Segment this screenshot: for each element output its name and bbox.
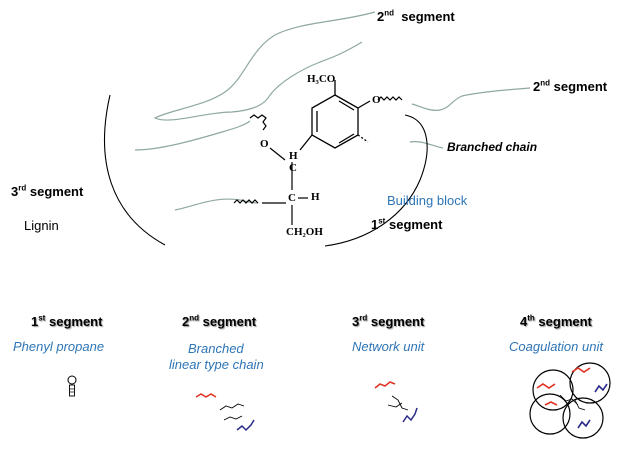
branched-chain-label: Branched chain — [447, 140, 538, 154]
bottom-segment-4-title: 4th segment — [520, 313, 592, 329]
segment-3-arc — [104, 94, 166, 246]
segment-2-top-label: 2nd segment — [377, 8, 455, 24]
segment-1-bracket — [324, 114, 428, 247]
segment-2-icon — [195, 393, 255, 432]
segment-2-right-label: 2nd segment — [533, 78, 608, 94]
wavy-bond-lower — [233, 199, 259, 204]
bottom-segment-2-desc-line1: Branched — [188, 341, 244, 356]
wavy-bond-ring — [377, 96, 403, 101]
bottom-segment-1-title: 1st segment — [31, 313, 103, 329]
bottom-segment-2-title: 2nd segment — [182, 313, 257, 329]
mid-carbon-label: C — [288, 192, 296, 204]
gray-chain-lower — [174, 198, 259, 211]
top-hydrogen-label: H — [289, 150, 298, 162]
ring-oxygen-label: O — [372, 94, 381, 106]
bottom-segment-4-desc: Coagulation unit — [509, 339, 603, 354]
right-hydrogen-label: H — [311, 191, 320, 203]
methoxy-label: H₃CO — [307, 73, 336, 85]
bottom-segment-3-desc: Network unit — [352, 339, 425, 354]
gray-chain-top — [153, 11, 376, 121]
ch2oh-label: CH₂OH — [286, 226, 323, 238]
left-oxygen-label: O — [260, 138, 269, 150]
top-carbon-label: C — [289, 162, 297, 174]
gray-chain-mid — [134, 120, 251, 151]
benzene-ring — [299, 80, 371, 151]
segment-3-left-label: 3rd segment — [11, 183, 84, 199]
molecule-bonds — [233, 96, 403, 225]
lignin-label: Lignin — [24, 218, 59, 233]
bottom-segment-2-desc-line2: linear type chain — [169, 357, 264, 372]
segment-3-icon — [374, 381, 418, 423]
bottom-segment-1-desc: Phenyl propane — [13, 339, 105, 354]
wavy-bond-left — [249, 114, 267, 131]
segment-4-icon — [529, 362, 611, 439]
bottom-segment-3-title: 3rd segment — [352, 313, 425, 329]
segment-1-icon — [67, 375, 77, 397]
gray-chain-right — [411, 87, 531, 111]
gray-chains — [134, 11, 531, 211]
segment-1-mid-label: 1st segment — [371, 216, 443, 232]
building-block-label: Building block — [387, 193, 468, 208]
